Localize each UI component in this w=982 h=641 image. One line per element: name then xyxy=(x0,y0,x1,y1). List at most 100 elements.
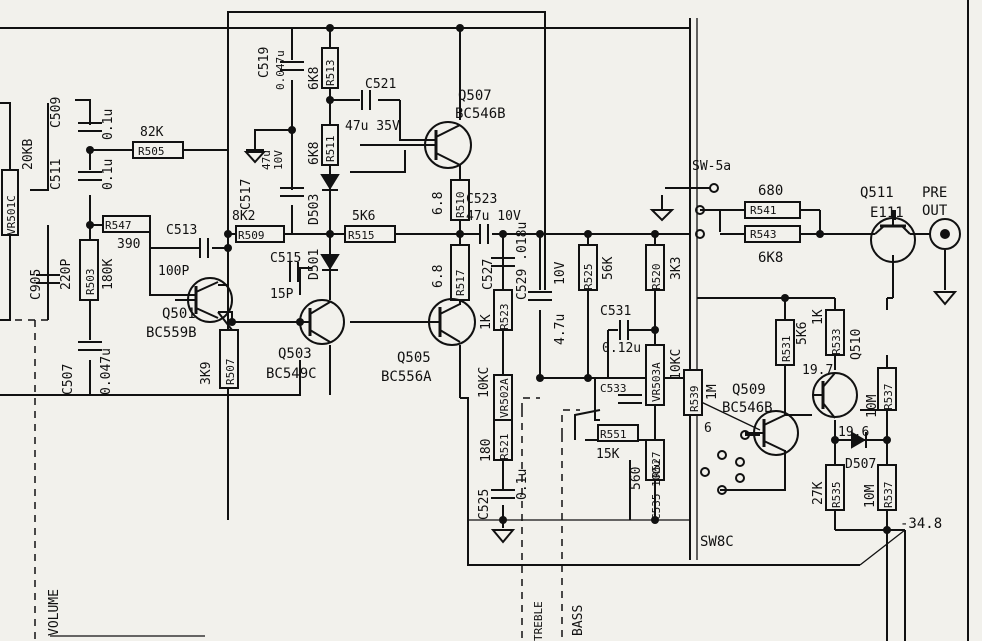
label-q507-type: BC546B xyxy=(455,106,506,122)
resistor-r515 xyxy=(344,225,396,243)
switch-contact xyxy=(717,450,727,460)
resistor-r505 xyxy=(132,141,184,159)
resistor-r513 xyxy=(321,47,339,89)
label-c515: C515 xyxy=(270,251,301,266)
label-c511-value: 0.1u xyxy=(101,159,116,190)
resistor-r521 xyxy=(493,419,513,461)
label-sw5a: SW-5a xyxy=(692,159,731,174)
label-q510: Q510 xyxy=(849,329,864,360)
label-r537b: R537 xyxy=(882,482,895,509)
resistor-r525 xyxy=(578,244,598,291)
label-r509: R509 xyxy=(238,229,265,242)
resistor-r511 xyxy=(321,124,339,166)
label-q503-type: BC549C xyxy=(266,366,317,382)
resistor-r509 xyxy=(235,225,285,243)
diode-d503 xyxy=(320,174,340,191)
label-r523-value: 1K xyxy=(479,314,494,330)
label-r520-value: 3K3 xyxy=(669,257,684,280)
label-r521-value: 180 xyxy=(479,439,494,462)
label-r517-value: 6.8 xyxy=(431,265,446,288)
capacitor-c507 xyxy=(78,341,102,351)
label-c525: C525 xyxy=(477,489,492,520)
junction-dots xyxy=(86,24,891,534)
label-r535-value: 27K xyxy=(811,481,826,505)
ground-symbol-4 xyxy=(490,529,516,544)
label-r525-value: 56K xyxy=(601,256,616,280)
label-bass: BASS xyxy=(571,605,586,636)
label-v6: 6 xyxy=(704,421,712,436)
label-c519: C519 xyxy=(257,47,272,78)
label-r533: R533 xyxy=(830,329,843,356)
resistor-r510 xyxy=(450,179,470,221)
label-c517: C517 xyxy=(239,179,254,210)
label-c509: C509 xyxy=(49,97,64,128)
label-r510-value: 6.8 xyxy=(431,192,446,215)
output-jack xyxy=(929,218,961,250)
label-r503: R503 xyxy=(84,269,97,296)
label-out: OUT xyxy=(922,203,948,219)
label-c525-value: 0.1u xyxy=(515,469,530,500)
label-r507: R507 xyxy=(224,359,237,386)
label-c535: C535 100u xyxy=(650,460,663,520)
label-v196: 19.6 xyxy=(838,425,869,440)
switch-contact xyxy=(735,457,745,467)
label-c521-value: 47u 35V xyxy=(345,119,400,134)
label-c517-value: 47u xyxy=(260,150,273,170)
label-c509-value: 0.1u xyxy=(101,109,116,140)
resistor-r543 xyxy=(744,225,801,243)
switch-contact xyxy=(695,205,705,215)
label-r523: R523 xyxy=(498,304,511,331)
label-c519-value: 0.047u xyxy=(274,50,287,90)
label-r541: R541 xyxy=(750,204,777,217)
label-q505-type: BC556A xyxy=(381,369,432,385)
switch-contact xyxy=(740,430,750,440)
resistor-r551 xyxy=(597,424,639,442)
label-c517-voltage: 10V xyxy=(272,150,285,170)
ground-symbol-1 xyxy=(243,149,267,164)
label-r539b-value: 10M xyxy=(865,394,880,418)
transistor-q503 xyxy=(299,299,345,345)
label-c507-value: 0.047u xyxy=(99,348,114,395)
resistor-r531 xyxy=(775,319,795,366)
label-r505: R505 xyxy=(138,145,165,158)
label-q501: Q501 xyxy=(162,306,196,322)
label-q507: Q507 xyxy=(458,88,492,104)
capacitor-c511 xyxy=(78,171,102,181)
label-c533-voltage: 10V xyxy=(553,261,568,285)
label-r527-value: 560 xyxy=(629,467,644,490)
label-r527: R527 xyxy=(650,452,663,479)
capacitor-c515 xyxy=(289,262,299,282)
resistor-r539 xyxy=(683,369,703,416)
transistor-q505 xyxy=(428,298,476,346)
resistor-r527 xyxy=(645,439,665,481)
label-vr503a: VR503A xyxy=(650,362,663,402)
switch-contact xyxy=(709,183,719,193)
label-vr503a-value: 10KC xyxy=(669,349,684,380)
capacitor-c531 xyxy=(619,320,629,340)
switch-contact xyxy=(695,229,705,239)
label-r513-value: 6K8 xyxy=(307,67,322,90)
label-r503-value: 180K xyxy=(101,259,116,290)
ground-symbol-3 xyxy=(932,291,958,306)
label-c521: C521 xyxy=(365,77,396,92)
resistor-r535 xyxy=(825,464,845,511)
label-r525: R525 xyxy=(582,264,595,291)
capacitor-c519 xyxy=(280,61,304,71)
label-c523: C523 xyxy=(466,192,497,207)
label-r547: R547 xyxy=(105,219,132,232)
capacitor-c905 xyxy=(36,274,60,284)
label-c533: C533 xyxy=(600,382,627,395)
transistor-q509 xyxy=(745,410,799,456)
label-c531-value: 0.12u xyxy=(602,341,641,356)
label-r547-value: 390 xyxy=(117,237,140,252)
label-q511: Q511 xyxy=(860,185,894,201)
resistor-r523 xyxy=(493,289,513,331)
resistor-r507 xyxy=(219,329,239,389)
diode-d507 xyxy=(851,431,867,449)
label-r531: R531 xyxy=(780,336,793,363)
label-c513-value: 100P xyxy=(158,264,189,279)
label-q501-type: BC559B xyxy=(146,325,197,341)
label-r543-value: 6K8 xyxy=(758,250,783,266)
label-c529: C529 .018u xyxy=(515,222,530,300)
